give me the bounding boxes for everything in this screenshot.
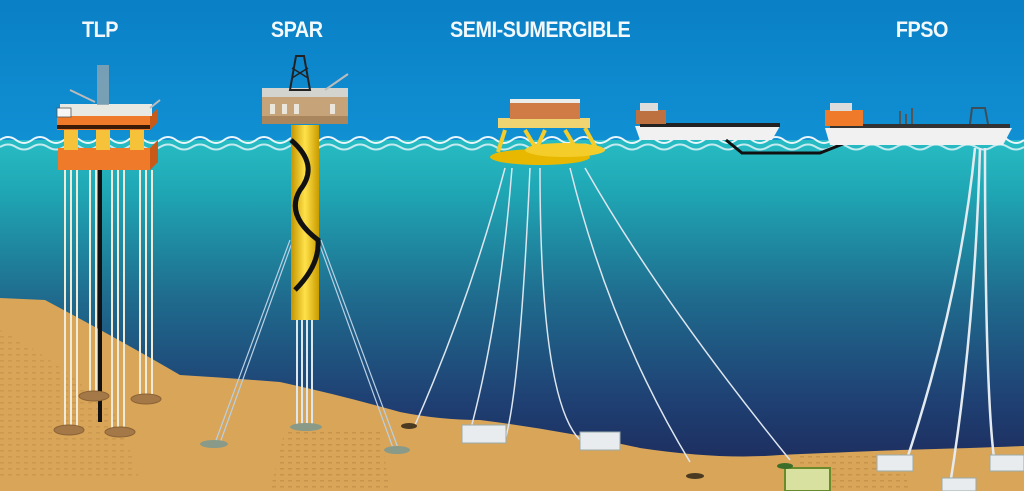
shuttle-tanker xyxy=(635,103,859,155)
label-semi-submersible: SEMI-SUMERGIBLE xyxy=(450,17,631,42)
spar-platform xyxy=(200,55,410,454)
label-fpso: FPSO xyxy=(895,17,949,42)
label-tlp: TLP xyxy=(82,17,119,42)
tlp-platform xyxy=(53,65,162,438)
fpso-vessel xyxy=(777,103,1024,491)
semi-submersible-platform xyxy=(401,99,791,479)
label-spar: SPAR xyxy=(270,17,323,42)
seabed xyxy=(0,298,1024,491)
